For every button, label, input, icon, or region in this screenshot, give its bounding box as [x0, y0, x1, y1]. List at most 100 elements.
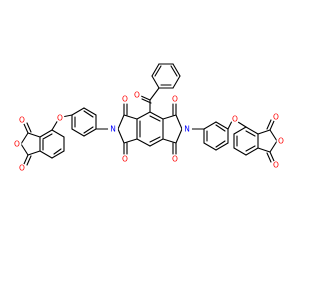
bond: [83, 126, 94, 134]
bond: [245, 145, 256, 152]
molecule-svg: O O O O N O O: [12, 63, 286, 173]
bond: [227, 120, 233, 130]
atom-o-ether-left: O: [55, 113, 65, 123]
bond: [83, 110, 94, 118]
bond: [170, 65, 178, 77]
bond: [26, 122, 32, 133]
bond: [20, 132, 29, 145]
bond: [172, 75, 181, 89]
bond: [51, 129, 65, 138]
nitrogen-label: N: [110, 125, 116, 134]
bond: [215, 121, 229, 130]
bond: [42, 133, 53, 140]
bond: [245, 147, 259, 156]
oxygen-label: O: [122, 155, 128, 164]
bond: [257, 129, 271, 135]
bond: [149, 111, 164, 120]
atom-o-anh-left-bottom: O: [17, 163, 27, 173]
bond: [20, 143, 29, 156]
bond-layer: [20, 63, 278, 166]
bond: [23, 154, 29, 165]
bond: [154, 65, 162, 77]
atom-o-imide-rb: O: [170, 154, 180, 164]
bond: [149, 115, 161, 122]
bond: [175, 128, 183, 144]
atom-o-anh-right-top: O: [271, 112, 281, 122]
atom-label-layer: O O O O N O O: [12, 90, 286, 173]
atom-o-anh-left-top: O: [17, 115, 27, 125]
bond: [71, 107, 85, 116]
bond: [233, 147, 247, 156]
bond: [172, 63, 181, 77]
bond: [83, 128, 97, 137]
bond: [203, 121, 217, 130]
bond: [257, 147, 271, 153]
bond: [269, 151, 275, 162]
bond: [140, 95, 151, 101]
bond: [39, 150, 53, 159]
bond: [71, 128, 85, 137]
atom-o-anh-right-ring: O: [276, 136, 286, 146]
bond: [27, 150, 41, 156]
bond: [149, 136, 161, 143]
bond: [266, 152, 272, 163]
bond: [83, 107, 97, 116]
bond: [269, 140, 278, 153]
atom-o-ether-right: O: [230, 114, 240, 124]
bond: [175, 114, 183, 130]
bond: [27, 132, 41, 138]
bond: [117, 114, 125, 130]
oxygen-label: O: [19, 116, 25, 125]
bond: [215, 142, 229, 151]
bond: [26, 155, 32, 166]
bond: [266, 119, 272, 130]
oxygen-label: O: [57, 114, 63, 123]
atom-o-anh-left-ring: O: [12, 139, 22, 149]
oxygen-label: O: [273, 113, 279, 122]
atom-n-right: N: [182, 124, 192, 134]
bond: [23, 123, 29, 134]
atom-o-imide-lb: O: [120, 154, 130, 164]
bond: [136, 111, 151, 120]
atom-o-anh-right-bottom: O: [271, 160, 281, 170]
oxygen-label: O: [122, 95, 128, 104]
oxygen-label: O: [19, 164, 25, 173]
bond: [237, 121, 247, 128]
bond: [269, 120, 275, 131]
oxygen-label: O: [278, 137, 284, 146]
bond: [51, 119, 59, 131]
structure-diagram: O O O O N O O: [12, 63, 286, 173]
bond: [123, 138, 138, 144]
bond: [149, 138, 164, 147]
oxygen-label: O: [273, 161, 279, 170]
atom-n-left: N: [108, 124, 118, 134]
bond: [203, 142, 217, 151]
bond: [117, 128, 125, 144]
bond: [245, 130, 256, 137]
bond: [39, 129, 53, 138]
nitrogen-label: N: [184, 125, 190, 134]
bond: [233, 126, 247, 135]
bond: [215, 124, 226, 132]
oxygen-label: O: [232, 115, 238, 124]
bond: [151, 63, 160, 77]
bond: [51, 150, 65, 159]
bond: [136, 138, 151, 147]
bond: [269, 129, 278, 142]
bond: [162, 114, 177, 120]
bond: [245, 126, 259, 135]
bond: [141, 98, 152, 104]
bond: [162, 138, 177, 144]
oxygen-label: O: [172, 155, 178, 164]
oxygen-label: O: [172, 95, 178, 104]
atom-o-ketone: O: [132, 90, 142, 100]
bond: [53, 148, 62, 155]
oxygen-label: O: [134, 91, 140, 100]
oxygen-label: O: [14, 140, 20, 149]
atom-o-imide-rt: O: [170, 94, 180, 104]
bond: [215, 140, 226, 148]
bond: [149, 87, 160, 101]
atom-o-imide-lt: O: [120, 94, 130, 104]
bond: [123, 114, 138, 120]
bond: [151, 75, 160, 89]
